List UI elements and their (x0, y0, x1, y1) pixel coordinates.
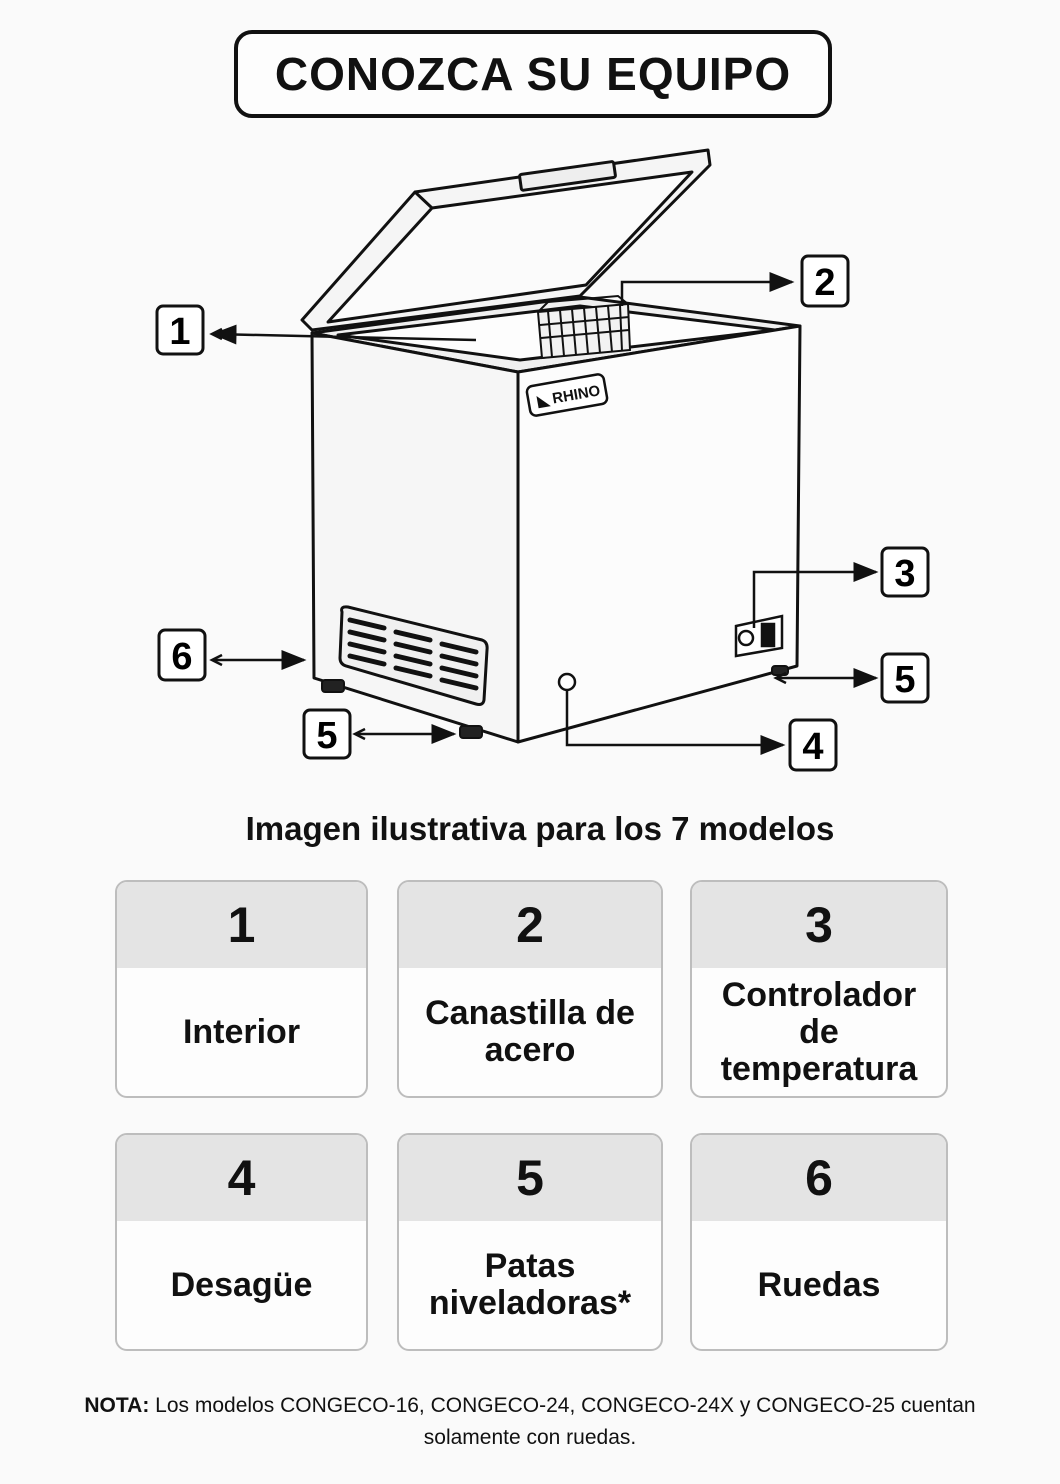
diagram-subtitle: Imagen ilustrativa para los 7 modelos (245, 810, 835, 847)
legend-num-2: 2 (399, 882, 661, 968)
freezer-lid (300, 148, 712, 332)
legend-num-6: 6 (692, 1135, 946, 1221)
legend-card-2: 2 Canastilla de acero (397, 880, 663, 1098)
legend-card-5: 5 Patas niveladoras* (397, 1133, 663, 1351)
legend-label-5: Patas niveladoras* (428, 1247, 632, 1322)
callout-4: 4 (788, 718, 838, 772)
svg-text:◣: ◣ (535, 391, 552, 410)
callout-5-right: 5 (880, 652, 930, 704)
legend-card-6: 6 Ruedas (690, 1133, 948, 1351)
steel-basket (536, 294, 632, 360)
callout-5-left-label: 5 (316, 715, 337, 757)
lid-handle (518, 160, 617, 192)
legend-card-4: 4 Desagüe (115, 1133, 368, 1351)
title-box: CONOZCA SU EQUIPO (234, 30, 832, 118)
callout-4-label: 4 (802, 726, 823, 768)
callout-2: 2 (800, 254, 850, 308)
footnote-text: Los modelos CONGECO-16, CONGECO-24, CONG… (155, 1394, 976, 1449)
page-title: CONOZCA SU EQUIPO (274, 48, 792, 100)
brand-badge: ◣ RHINO (525, 373, 609, 417)
legend-num-5: 5 (399, 1135, 661, 1221)
callout-3-label: 3 (894, 553, 915, 595)
freezer-diagram: ◣ RHINO (155, 148, 930, 772)
callout-lines (211, 272, 879, 755)
drain (557, 672, 577, 692)
legend-num-1: 1 (117, 882, 366, 968)
callout-3: 3 (880, 546, 930, 598)
callout-1-label: 1 (169, 311, 190, 353)
legend-num-4: 4 (117, 1135, 366, 1221)
footnote-prefix: NOTA: (84, 1394, 150, 1417)
temperature-controller (734, 614, 784, 658)
callout-5-right-label: 5 (894, 659, 915, 701)
footnote: NOTA: Los modelos CONGECO-16, CONGECO-24… (60, 1390, 1000, 1454)
legend-card-3: 3 Controlador de temperatura (690, 880, 948, 1098)
callout-5-left: 5 (302, 708, 352, 760)
callout-6: 6 (157, 628, 207, 682)
callout-6-label: 6 (171, 636, 192, 678)
legend-label-3: Controlador de temperatura (720, 975, 918, 1088)
legend-card-1: 1 Interior (115, 880, 368, 1098)
legend-label-6: Ruedas (757, 1265, 881, 1304)
legend-label-4: Desagüe (170, 1265, 313, 1304)
callout-2-label: 2 (814, 262, 835, 304)
callout-1: 1 (155, 304, 205, 356)
legend-num-3: 3 (692, 882, 946, 968)
legend-label-2: Canastilla de acero (425, 994, 635, 1069)
legend-label-1: Interior (182, 1012, 301, 1051)
ventilation-grille (338, 605, 489, 706)
leveling-feet (321, 665, 789, 739)
